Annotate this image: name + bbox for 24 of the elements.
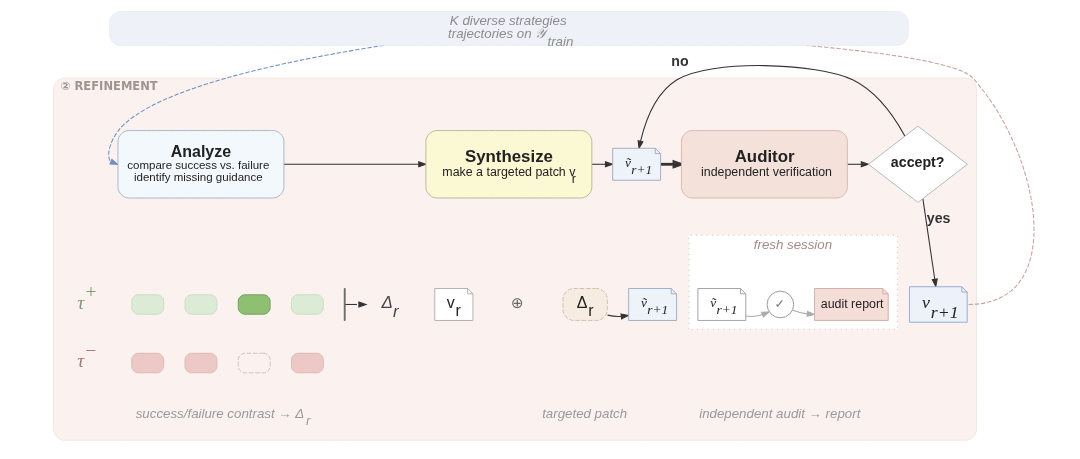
edge-label: no [670,52,689,69]
edge-label: yes [926,209,950,226]
node-box [130,294,164,315]
label: independent audit → report [698,405,860,421]
node-box: Auditor independent verification [680,130,848,199]
node-box [290,352,324,374]
node-box [290,294,324,315]
node-box [237,352,271,374]
arrow [921,198,938,288]
arrow [606,313,630,320]
node-box [237,294,271,315]
node-box [184,294,217,315]
node-box [184,352,217,374]
label: ⊕ [510,294,524,313]
arrow [637,65,905,150]
arrow [791,309,816,318]
node-box [130,352,164,374]
label: targeted patch [541,405,627,421]
node-box: Analyze compare success vs. failure identify missing guidance [117,130,284,199]
arrow [744,311,771,318]
node-diamond: accept? [867,125,968,203]
arrow [590,161,614,168]
node-circle: ✓ [766,290,794,319]
arrow [282,161,427,168]
